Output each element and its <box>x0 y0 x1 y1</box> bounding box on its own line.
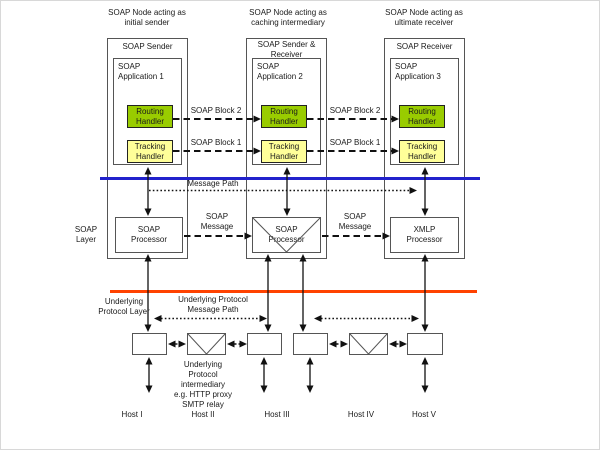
soap-sender-receiver-title: SOAP Sender & Receiver <box>257 40 316 59</box>
soap-block-2-label-left: SOAP Block 2 <box>190 106 242 115</box>
message-path-label: Message Path <box>187 179 239 188</box>
underlying-protocol-message-path-label: Underlying Protocol Message Path <box>178 295 248 314</box>
tracking-handler-3: Tracking Handler <box>399 140 445 163</box>
host-5-label: Host V <box>411 410 436 419</box>
routing-handler-1: Routing Handler <box>127 105 173 128</box>
soap-block-1-label-right: SOAP Block 1 <box>329 138 381 147</box>
soap-receiver-title: SOAP Receiver <box>396 42 453 51</box>
intermediary-envelope-box-1 <box>187 333 226 355</box>
soap-message-label-right: SOAP Message <box>338 212 372 231</box>
routing-handler-3: Routing Handler <box>399 105 445 128</box>
host-1-protocol-box <box>132 333 167 355</box>
host-3-protocol-box-b <box>293 333 328 355</box>
tracking-handler-2: Tracking Handler <box>261 140 307 163</box>
soap-message-label-left: SOAP Message <box>200 212 234 231</box>
host-1-label: Host I <box>121 410 143 419</box>
soap-processor-1: SOAP Processor <box>115 217 183 253</box>
underlying-protocol-intermediary-label: Underlying Protocol intermediary e.g. HT… <box>173 360 233 409</box>
soap-sender-title: SOAP Sender <box>122 42 173 51</box>
intermediary-envelope-box-2 <box>349 333 388 355</box>
host-3-label: Host III <box>264 410 290 419</box>
soap-processor-2: SOAP Processor <box>252 217 321 253</box>
tracking-handler-1: Tracking Handler <box>127 140 173 163</box>
soap-block-1-label-left: SOAP Block 1 <box>190 138 242 147</box>
caption-caching-intermediary: SOAP Node acting as caching intermediary <box>249 8 327 27</box>
host-3-protocol-box-a <box>247 333 282 355</box>
xmlp-processor: XMLP Processor <box>390 217 459 253</box>
host-4-label: Host IV <box>347 410 375 419</box>
host-5-protocol-box <box>407 333 443 355</box>
host-2-label: Host II <box>191 410 215 419</box>
caption-ultimate-receiver: SOAP Node acting as ultimate receiver <box>385 8 463 27</box>
soap-layer-label: SOAP Layer <box>74 225 98 244</box>
caption-initial-sender: SOAP Node acting as initial sender <box>108 8 186 27</box>
processor-host-arrows <box>144 254 429 332</box>
underlying-protocol-layer-label: Underlying Protocol Layer <box>98 297 150 316</box>
routing-handler-2: Routing Handler <box>261 105 307 128</box>
soap-block-2-label-right: SOAP Block 2 <box>329 106 381 115</box>
